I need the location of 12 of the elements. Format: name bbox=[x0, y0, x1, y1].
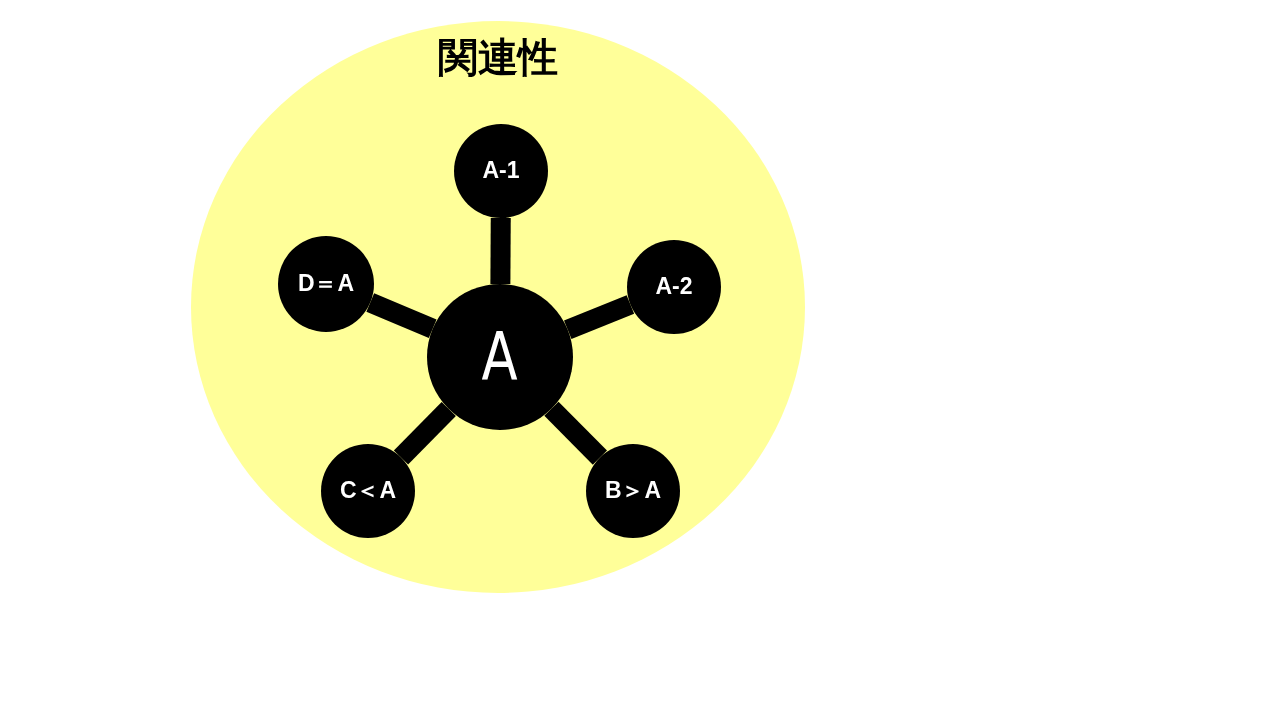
node-label: D＝A bbox=[297, 271, 355, 297]
connector-line bbox=[490, 217, 511, 285]
heading-text: 関連性 bbox=[438, 35, 558, 79]
connector-line bbox=[366, 293, 437, 338]
node-label: A bbox=[481, 320, 519, 394]
node-label: C＜A bbox=[339, 478, 397, 504]
connector-line bbox=[544, 401, 607, 465]
connector-line bbox=[393, 401, 456, 465]
node-label: A-2 bbox=[655, 274, 693, 300]
node-label: A-1 bbox=[482, 158, 520, 184]
connector-line bbox=[564, 295, 635, 340]
node-label: B＞A bbox=[604, 478, 662, 504]
